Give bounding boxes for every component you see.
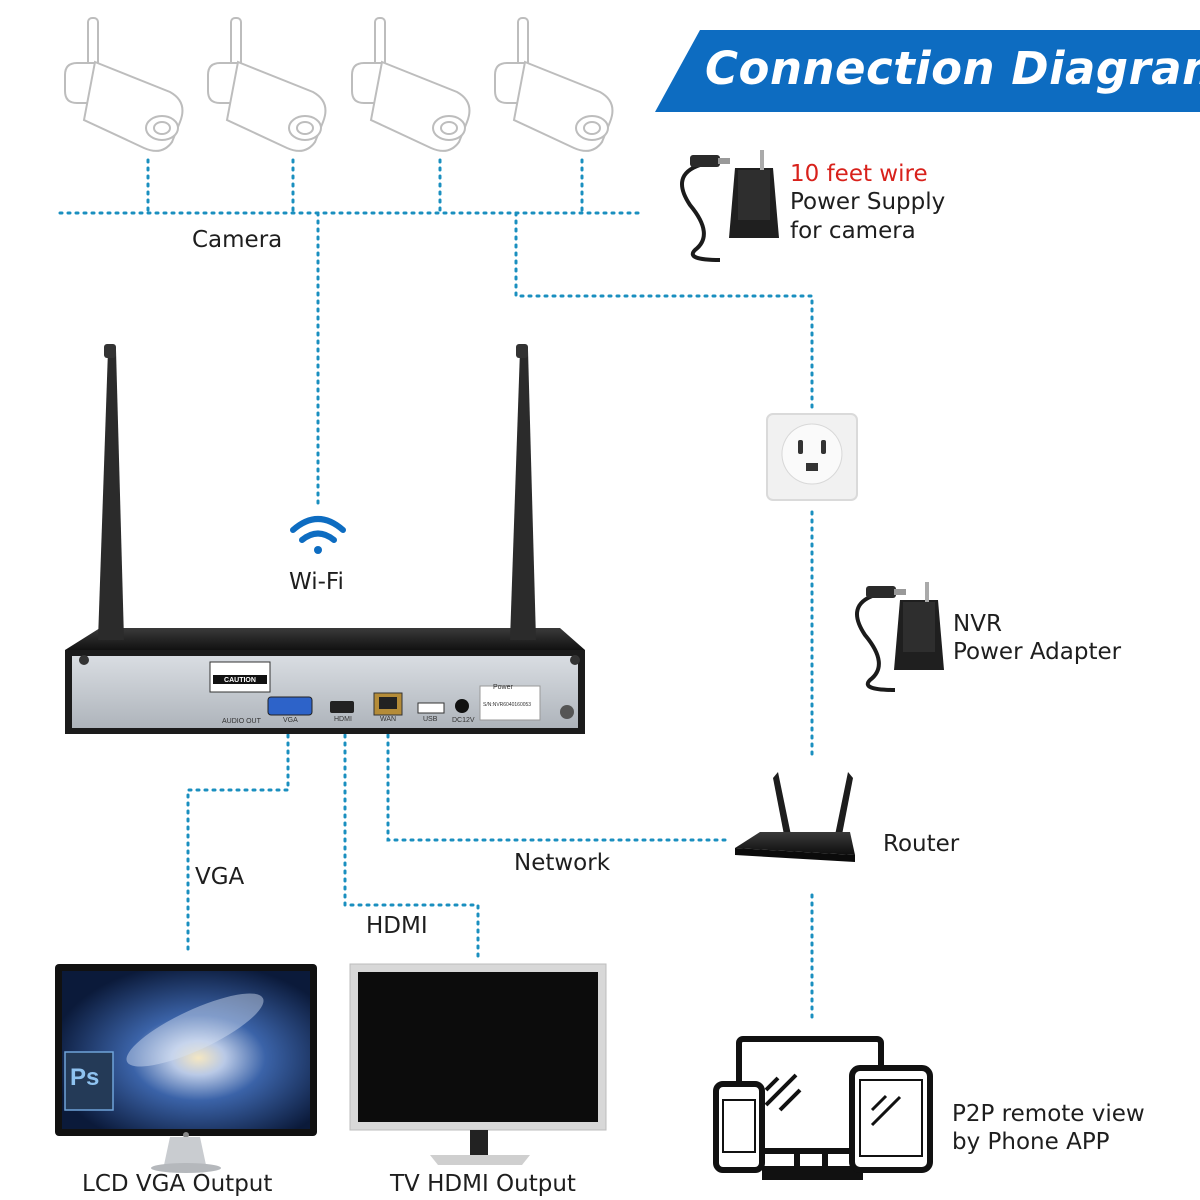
wall-outlet-icon [766,413,858,501]
audio-out-label: AUDIO OUT [222,718,261,725]
p2p-label: P2P remote view [952,1101,1145,1127]
page-title: Connection Diagram [705,42,1200,95]
devices-icon [713,1036,933,1180]
vga-port-label: VGA [283,717,298,724]
power-port-label: Power [493,684,513,691]
connection-lines [58,158,814,1022]
camera-power-adapter-icon [680,150,779,262]
caution-label: CAUTION [224,677,256,684]
wan-port-label: WAN [380,716,397,723]
network-label: Network [514,850,611,876]
tv-monitor-icon [349,963,607,1165]
lcd-monitor-icon [55,964,317,1173]
camera-icon [494,17,614,152]
usb-port-label: USB [423,716,438,723]
nvr-adapter-label: NVR [953,611,1002,637]
power-supply-sublabel: for camera [790,218,916,244]
title-banner [655,30,1200,112]
hdmi-port-label: HDMI [334,716,352,723]
nvr-recorder [65,344,585,734]
camera-icon [351,17,471,152]
camera-icon [207,17,327,152]
serial-number-label: S/N:NVR6040160053 [483,702,532,708]
p2p-sublabel: by Phone APP [952,1129,1110,1155]
vga-label: VGA [195,864,245,890]
lcd-output-label: LCD VGA Output [82,1171,273,1197]
router-icon [735,772,855,862]
wifi-label: Wi-Fi [289,569,344,595]
wifi-icon [290,516,346,554]
camera-label: Camera [192,227,283,253]
nvr-power-adapter-icon [855,582,944,692]
hdmi-label: HDMI [366,913,428,939]
router-label: Router [883,831,960,857]
nvr-adapter-sublabel: Power Adapter [953,639,1122,665]
power-supply-label: Power Supply [790,189,946,215]
power-supply-highlight: 10 feet wire [790,161,928,187]
monitor-logo: Ps [70,1064,100,1091]
dc-port-label: DC12V [452,717,475,724]
tv-output-label: TV HDMI Output [390,1171,576,1197]
camera-icon [64,17,184,152]
camera-icons [64,17,614,152]
